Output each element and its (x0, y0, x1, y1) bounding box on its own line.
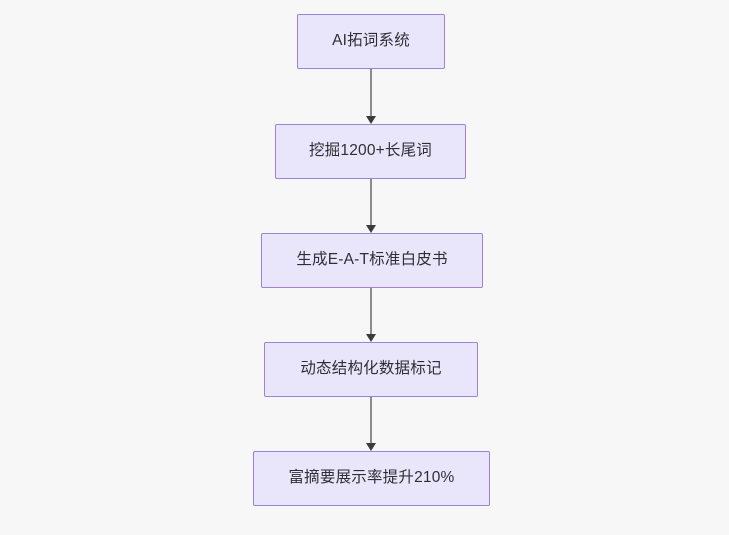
flow-node-label: 挖掘1200+长尾词 (308, 142, 433, 160)
flow-node-dynamic-structured-data[interactable]: 动态结构化数据标记 (264, 342, 478, 397)
flow-node-ai-keyword-system[interactable]: AI拓词系统 (297, 14, 445, 69)
arrowhead-down-icon (366, 443, 376, 451)
connector-line (370, 397, 372, 444)
connector-line (370, 69, 372, 117)
flow-node-generate-eat-whitepaper[interactable]: 生成E-A-T标准白皮书 (261, 233, 483, 288)
flow-node-label: 动态结构化数据标记 (300, 360, 442, 378)
flow-arrow-1-to-2 (360, 69, 382, 124)
flow-node-label: 富摘要展示率提升210% (288, 469, 455, 487)
flow-arrow-2-to-3 (360, 179, 382, 233)
flow-node-label: AI拓词系统 (332, 32, 410, 50)
arrowhead-down-icon (366, 116, 376, 124)
arrowhead-down-icon (366, 225, 376, 233)
flow-node-label: 生成E-A-T标准白皮书 (296, 251, 448, 269)
connector-line (370, 179, 372, 226)
connector-line (370, 288, 372, 335)
flow-arrow-3-to-4 (360, 288, 382, 342)
flow-arrow-4-to-5 (360, 397, 382, 451)
flow-node-rich-snippet-uplift[interactable]: 富摘要展示率提升210% (253, 451, 490, 506)
arrowhead-down-icon (366, 334, 376, 342)
flow-node-mine-longtail-keywords[interactable]: 挖掘1200+长尾词 (275, 124, 466, 179)
